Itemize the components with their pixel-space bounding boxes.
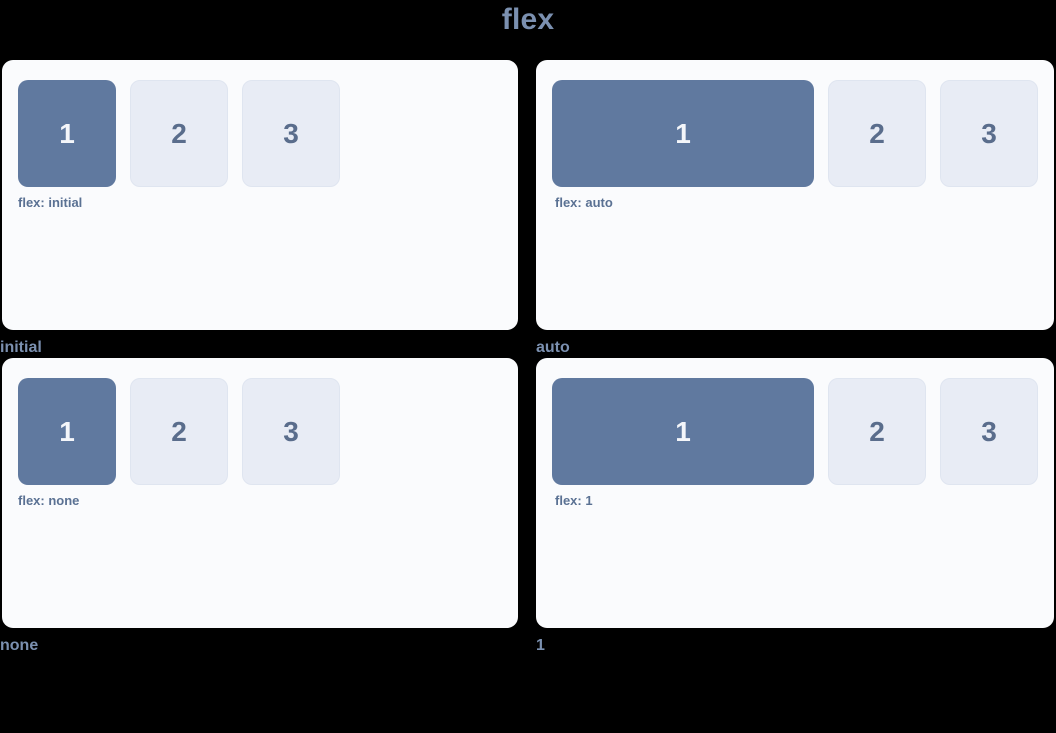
demo-caption: 1 [536, 637, 545, 654]
property-label: flex: none [18, 493, 80, 508]
flex-item-1[interactable]: 1 [18, 378, 116, 485]
demo-none: 1 2 3 flex: none none [0, 358, 536, 656]
page-title: flex [501, 3, 555, 36]
flex-demo-grid: 1 2 3 flex: initial initial 1 2 3 flex: … [0, 60, 1056, 656]
flex-container-none: 1 2 3 [18, 378, 502, 485]
demo-caption: initial [0, 339, 42, 356]
demo-caption: auto [536, 339, 570, 356]
demo-card-none: 1 2 3 flex: none [2, 358, 518, 628]
demo-initial: 1 2 3 flex: initial initial [0, 60, 536, 358]
flex-container-auto: 1 2 3 [552, 80, 1038, 187]
flex-item-2[interactable]: 2 [130, 80, 228, 187]
property-label: flex: auto [555, 195, 613, 210]
flex-item-2[interactable]: 2 [130, 378, 228, 485]
flex-item-3[interactable]: 3 [940, 80, 1038, 187]
property-label: flex: 1 [555, 493, 593, 508]
flex-item-2[interactable]: 2 [828, 80, 926, 187]
demo-one: 1 2 3 flex: 1 1 [536, 358, 1056, 656]
flex-container-one: 1 2 3 [552, 378, 1038, 485]
demo-auto: 1 2 3 flex: auto auto [536, 60, 1056, 358]
flex-item-1[interactable]: 1 [552, 378, 814, 485]
flex-item-2[interactable]: 2 [828, 378, 926, 485]
flex-item-1[interactable]: 1 [18, 80, 116, 187]
demo-card-one: 1 2 3 flex: 1 [536, 358, 1054, 628]
flex-item-1[interactable]: 1 [552, 80, 814, 187]
flex-item-3[interactable]: 3 [242, 80, 340, 187]
demo-card-initial: 1 2 3 flex: initial [2, 60, 518, 330]
flex-item-3[interactable]: 3 [242, 378, 340, 485]
flex-container-initial: 1 2 3 [18, 80, 502, 187]
demo-caption: none [0, 637, 39, 654]
flex-item-3[interactable]: 3 [940, 378, 1038, 485]
property-label: flex: initial [18, 195, 83, 210]
demo-card-auto: 1 2 3 flex: auto [536, 60, 1054, 330]
